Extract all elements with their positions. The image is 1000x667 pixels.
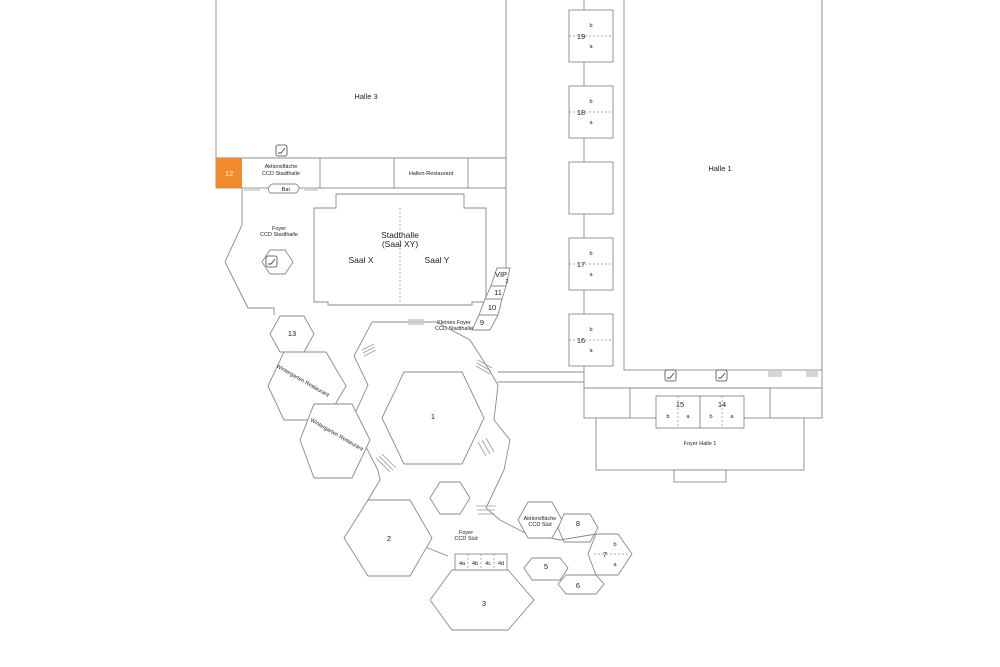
halle-1[interactable]: Halle 1 [623,0,823,371]
room-2-label: 2 [387,534,391,543]
halle-3[interactable]: Halle 3 [215,0,507,159]
room-16[interactable]: 16 b a [568,313,614,367]
room-18b-label: b [589,99,592,105]
room-4b-label: 4b [472,561,478,567]
room-vip2-label: 2 [505,279,508,285]
stadthalle[interactable]: Stadthalle (Saal XY) Saal X Saal Y [313,193,487,306]
stairs [361,319,496,515]
saal-x-label: Saal X [348,255,373,265]
foyer-ccd-stadthalle[interactable]: Foyer CCD Stadthalle [224,188,507,315]
room-1[interactable]: 1 [381,371,485,465]
room-12[interactable]: 12 [216,158,242,188]
room-4c-label: 4c [485,561,491,567]
room-15b-label: b [666,414,669,420]
room-6[interactable]: 6 [557,574,605,595]
stairs [768,371,818,377]
room-19-label: 19 [577,32,585,41]
escalator-icon [265,255,278,268]
bar-label: Bar [282,187,291,193]
room-3[interactable]: 3 [429,569,535,631]
room-18[interactable]: 18 b a [568,85,614,139]
room-14a-label: a [730,414,734,420]
aktion-sued-label-2: CCD Süd [528,522,551,528]
room-5[interactable]: 5 [523,557,569,581]
room-14[interactable]: 14 b a [699,395,745,429]
storage-room [568,161,614,215]
service-strip-halle-3 [215,157,507,189]
room-9-label[interactable]: 9 [480,318,484,327]
foyer-halle-1-label: Foyer Halle 1 [684,441,717,447]
room-7b-label: b [613,542,616,548]
stadthalle-subtitle: (Saal XY) [382,239,419,249]
foyer-halle-1-annex [583,387,823,419]
stairs [244,187,318,191]
foyer-sued-label-2: CCD Süd [454,536,477,542]
stadthalle-label: Stadthalle [381,230,419,240]
room-15-label: 15 [676,400,684,409]
room-2[interactable]: 2 [343,499,433,577]
foyer-sued-label-1: Foyer [459,530,473,536]
room-17b-label: b [589,251,592,257]
room-8[interactable]: 8 [557,513,599,543]
room-1-label: 1 [431,412,435,421]
south-corridor-wall [559,533,597,541]
room-7a-label: a [613,562,617,568]
kleines-foyer-label-2: CCD Stadthalle [435,326,473,332]
room-14b-label: b [709,414,712,420]
aktionsflaeche-sued[interactable]: Aktionsfläche CCD Süd [517,501,563,539]
escalator-icon [715,369,728,382]
room-17[interactable]: 17 b a [568,237,614,291]
room-13-label: 13 [288,329,296,338]
aktionsflaeche-stadthalle-label-2: CCD Stadthalle [262,171,300,177]
room-16-label: 16 [577,336,585,345]
room-18-label: 18 [577,108,585,117]
aktion-sued-label-1: Aktionsfläche [524,516,557,522]
rooms-4[interactable]: 4a 4b 4c 4d [454,553,508,571]
escalator-icon [275,144,288,157]
room-5-label: 5 [544,562,548,571]
wintergarten-restaurant[interactable]: Wintergarten Restaurant Wintergarten Res… [267,351,371,479]
room-7-label: 7 [603,550,607,559]
bar[interactable]: Bar [267,183,300,194]
room-19[interactable]: 19 b a [568,9,614,63]
room-13[interactable]: 13 [269,315,315,353]
room-15a-label: a [686,414,690,420]
foyer-stadthalle-label-2: CCD Stadthalle [260,232,298,238]
room-16b-label: b [589,327,592,333]
room-8-label: 8 [576,519,580,528]
room-12-label: 12 [225,169,233,178]
room-6-label: 6 [576,581,580,590]
hallen-restaurant-label: Hallen-Restaurant [409,171,454,177]
vip-room-label[interactable]: VIP [495,270,507,279]
room-3-label: 3 [482,599,486,608]
room-19b-label: b [589,23,592,29]
room-19a-label: a [589,44,593,50]
room-17-label: 17 [577,260,585,269]
saal-y-label: Saal Y [425,255,450,265]
kleines-foyer-label-1: Kleines Foyer [437,320,471,326]
room-11-label[interactable]: 11 [494,288,502,297]
room-10-label[interactable]: 10 [488,303,496,312]
room-18a-label: a [589,120,593,126]
room-16a-label: a [589,348,593,354]
foyer-stadthalle-label-1: Foyer [272,226,286,232]
room-4d-label: 4d [498,561,504,567]
small-rooms-column [471,267,511,331]
aktionsflaeche-stadthalle-label-1: Aktionsfläche [265,164,298,170]
halle-1-label: Halle 1 [708,164,731,173]
room-7[interactable]: 7 b a [587,533,633,576]
room-17a-label: a [589,272,593,278]
room-4a-label: 4a [459,561,466,567]
room-12-highlight [216,158,242,188]
escalator-icon [664,369,677,382]
escalator-core-hex [429,481,471,515]
room-15[interactable]: 15 b a [655,395,701,429]
room-14-label: 14 [718,400,726,409]
central-foyer[interactable] [351,321,584,509]
halle-3-label: Halle 3 [354,92,377,101]
